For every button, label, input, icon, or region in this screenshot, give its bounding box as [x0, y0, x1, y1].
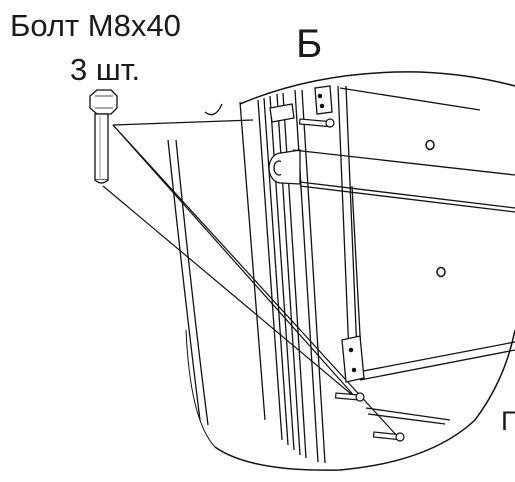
installed-bolts [298, 118, 405, 442]
roller [268, 149, 301, 185]
leader-lines [102, 119, 399, 438]
edge-letter-label: Г [501, 406, 515, 436]
frame-rails [167, 89, 326, 464]
detail-circle-left [185, 329, 216, 448]
bolt-icon [89, 89, 118, 184]
panel-frame [337, 85, 515, 425]
detail-circle [239, 71, 515, 105]
bolt-quantity-label: 3 шт. [70, 52, 141, 87]
top-bracket [269, 85, 333, 123]
lower-bracket [341, 335, 365, 383]
horizontal-beam [292, 149, 515, 213]
panel-holes [425, 139, 446, 278]
bolt-name-label: Болт М8х40 [10, 8, 181, 43]
detail-circle-lower [214, 329, 515, 471]
detail-view-label: Б [296, 22, 323, 66]
